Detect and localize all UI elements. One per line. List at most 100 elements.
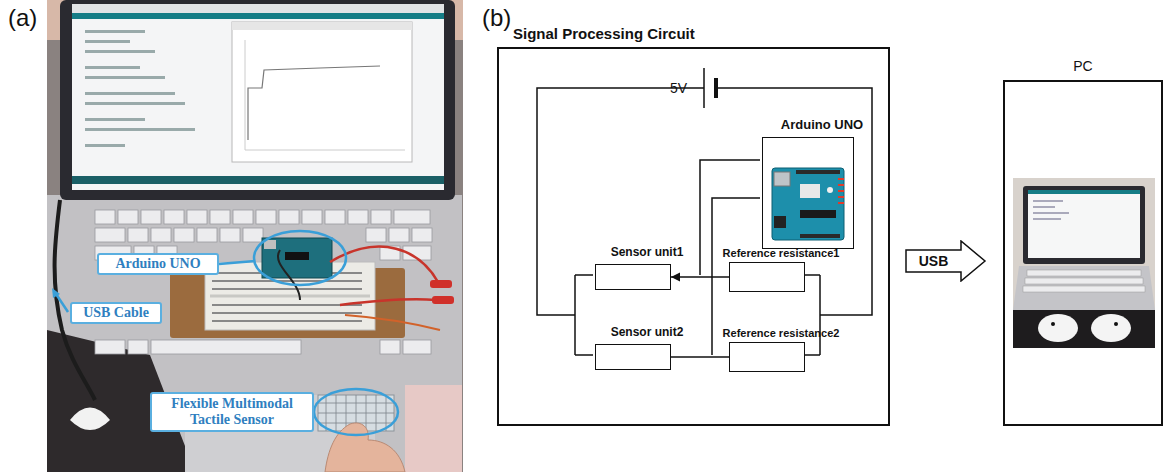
photo-background — [47, 195, 462, 472]
keyboard — [151, 228, 171, 242]
laptop — [1033, 206, 1055, 208]
wire — [537, 88, 704, 315]
circuit-frame: Signal Processing Circuit Arduino UNOSen… — [497, 47, 890, 426]
keyboard — [95, 210, 432, 354]
keyboard — [164, 210, 184, 224]
box-label: Arduino UNO — [777, 114, 867, 132]
keyboard — [348, 210, 368, 224]
tactile-sensor — [318, 403, 394, 404]
wire — [803, 274, 820, 276]
breadboard — [212, 288, 362, 290]
arduino-box: Arduino UNO — [762, 137, 854, 249]
laptop — [1114, 322, 1118, 326]
arduino-board — [838, 196, 844, 198]
arrow-label: USB — [919, 253, 949, 269]
keyboard — [220, 228, 240, 242]
laptop-screen — [72, 4, 444, 190]
pc-picture — [1013, 178, 1155, 352]
wire — [803, 354, 820, 356]
laptop — [1028, 190, 1140, 258]
frame-title: Signal Processing Circuit — [513, 25, 902, 42]
keyboard — [210, 210, 230, 224]
arduino-board — [838, 178, 844, 204]
usb-arrow: USB — [905, 240, 987, 282]
laptop-screen — [245, 150, 405, 151]
laptop-screen — [85, 102, 185, 105]
keyboard — [394, 210, 430, 224]
breadboard — [432, 296, 454, 304]
laptop — [1051, 322, 1055, 326]
keyboard — [128, 228, 148, 242]
battery-symbol — [714, 78, 718, 98]
keyboard — [325, 210, 345, 224]
breadboard — [340, 299, 436, 305]
keyboard — [197, 228, 217, 242]
arduino-board — [838, 202, 844, 204]
keyboard — [371, 210, 391, 224]
tactile-sensor — [325, 423, 405, 472]
arduino-board — [796, 170, 840, 238]
sensor-box: Sensor unit2 — [595, 344, 671, 370]
breadboard — [212, 312, 362, 314]
callout-highlight — [314, 389, 398, 435]
laptop-screen — [60, 0, 455, 200]
arduino-board — [827, 187, 833, 193]
wire — [575, 354, 593, 356]
keyboard — [243, 228, 263, 242]
breadboard — [262, 238, 332, 278]
keyboard — [380, 340, 400, 354]
breadboard — [430, 280, 452, 288]
callout-box: Arduino UNO — [97, 253, 219, 275]
laptop — [1023, 186, 1145, 264]
battery-symbol — [704, 68, 716, 108]
arduino-board — [774, 172, 790, 186]
breadboard — [345, 315, 440, 330]
breadboard — [212, 304, 362, 306]
arduino-board — [800, 210, 836, 218]
wire — [574, 275, 576, 355]
laptop-screen — [85, 40, 130, 43]
callout-label: Flexible Multimodal Tactile Sensor — [157, 396, 307, 428]
laptop — [1091, 314, 1131, 342]
sensor-box: Sensor unit1 — [595, 264, 671, 290]
panel-label: (a) — [8, 4, 37, 32]
keyboard — [366, 228, 386, 242]
arduino-board — [800, 234, 840, 238]
laptop — [1013, 266, 1155, 310]
keyboard — [279, 210, 299, 224]
box-label: Sensor unit2 — [611, 326, 684, 340]
keyboard — [302, 210, 322, 224]
wire — [819, 275, 821, 355]
callout-box: Flexible Multimodal Tactile Sensor — [150, 392, 314, 432]
keyboard — [174, 228, 194, 242]
arduino-board — [800, 184, 820, 198]
laptop — [1013, 178, 1155, 348]
keyboard — [389, 228, 409, 242]
laptop-screen — [72, 176, 444, 184]
keyboard — [412, 228, 432, 242]
laptop — [1013, 178, 1155, 348]
keyboard — [187, 210, 207, 224]
callout-highlight — [254, 231, 346, 285]
keyboard — [95, 210, 115, 224]
resistor-box: Reference resistance1 — [729, 262, 805, 292]
keyboard — [403, 340, 431, 354]
breadboard — [212, 320, 362, 322]
photo-background — [70, 408, 110, 431]
arduino-board-picture — [770, 164, 846, 248]
laptop-screen — [248, 66, 380, 140]
box-label: Sensor unit1 — [611, 246, 684, 260]
arduino-board — [838, 178, 844, 180]
wire-connector — [671, 356, 729, 358]
laptop — [1033, 212, 1069, 214]
breadboard — [212, 280, 362, 282]
laptop-screen — [85, 50, 155, 53]
keyboard — [128, 340, 148, 354]
laptop — [1038, 314, 1078, 342]
laptop — [1028, 190, 1140, 194]
breadboard — [212, 272, 362, 322]
laptop — [1023, 270, 1145, 292]
arrow-head — [671, 273, 680, 282]
laptop-screen — [245, 40, 246, 150]
